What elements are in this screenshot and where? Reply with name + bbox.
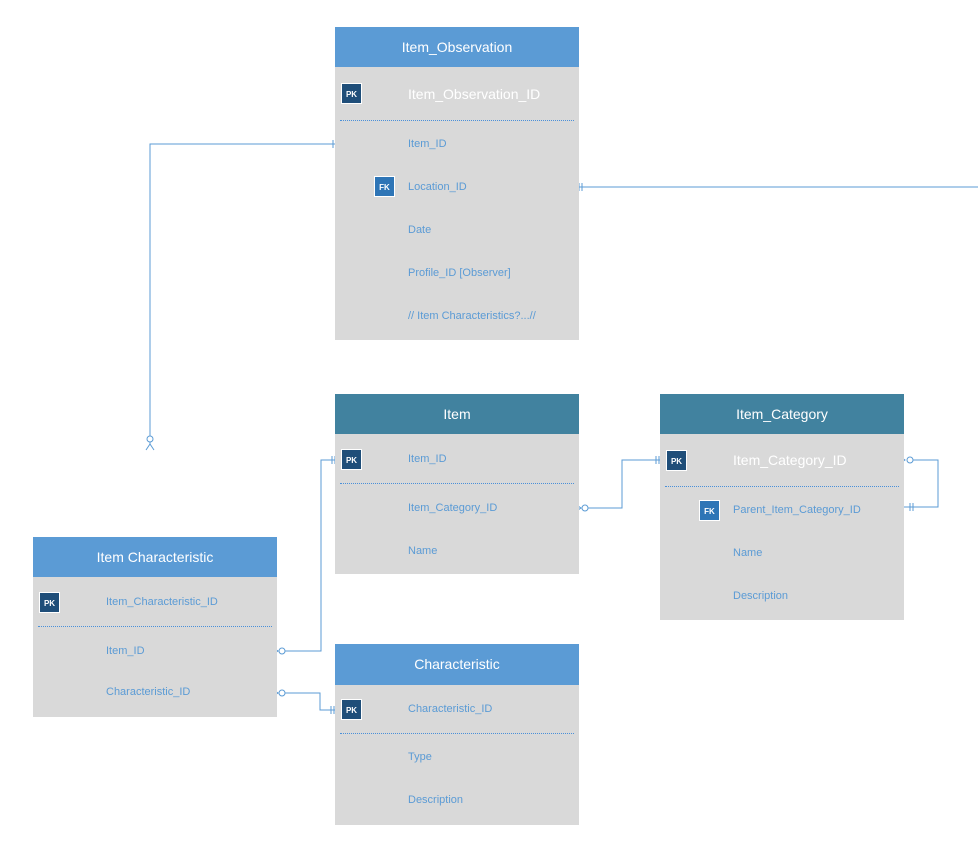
pk-badge: PK: [341, 83, 362, 104]
entity-title: Item Characteristic: [33, 537, 277, 577]
entity-characteristic[interactable]: Characteristic PK Characteristic_ID Type…: [335, 644, 579, 825]
optional-marker: [581, 504, 589, 512]
field-date[interactable]: Date: [408, 224, 432, 236]
fk-badge: FK: [374, 176, 395, 197]
field-profile-id[interactable]: Profile_ID [Observer]: [408, 267, 511, 279]
pk-badge: PK: [666, 450, 687, 471]
many-marker: [145, 443, 155, 451]
field-name[interactable]: Name: [733, 547, 763, 559]
key-separator: [38, 626, 272, 627]
key-separator: [665, 486, 899, 487]
field-description[interactable]: Description: [408, 794, 464, 806]
key-separator: [340, 733, 574, 734]
field-description[interactable]: Description: [733, 590, 789, 602]
entity-title: Item_Category: [660, 394, 904, 434]
field-location-id[interactable]: Location_ID: [408, 181, 467, 193]
connector-characteristic-itemchar: [282, 692, 340, 711]
optional-marker: [278, 647, 286, 655]
key-separator: [340, 120, 574, 121]
entity-title: Item: [335, 394, 579, 434]
fk-badge: FK: [699, 500, 720, 521]
entity-title: Item_Observation: [335, 27, 579, 67]
optional-marker: [278, 689, 286, 697]
field-parent-item-category-id[interactable]: Parent_Item_Category_ID: [733, 504, 861, 516]
pk-field[interactable]: Item_Observation_ID: [408, 86, 541, 102]
entity-title: Characteristic: [335, 644, 579, 685]
optional-marker: [906, 456, 914, 464]
pk-field[interactable]: Characteristic_ID: [408, 703, 493, 715]
field-item-id[interactable]: Item_ID: [106, 645, 145, 657]
pk-badge: PK: [341, 449, 362, 470]
pk-field[interactable]: Item_Category_ID: [733, 452, 847, 468]
entity-item-observation[interactable]: Item_Observation PK Item_Observation_ID …: [335, 27, 579, 340]
field-type[interactable]: Type: [408, 751, 432, 763]
pk-badge: PK: [341, 699, 362, 720]
field-item-id[interactable]: Item_ID: [408, 138, 447, 150]
entity-item[interactable]: Item PK Item_ID Item_Category_ID Name: [335, 394, 579, 574]
entity-item-characteristic[interactable]: Item Characteristic PK Item_Characterist…: [33, 537, 277, 717]
connector-item-itemchar: [282, 459, 340, 652]
optional-marker: [146, 435, 154, 443]
field-item-category-id[interactable]: Item_Category_ID: [408, 502, 498, 514]
connector-category-item: [585, 459, 665, 509]
pk-field[interactable]: Item_Characteristic_ID: [106, 596, 218, 608]
field-item-characteristics-note[interactable]: // Item Characteristics?...//: [408, 310, 536, 322]
field-name[interactable]: Name: [408, 545, 438, 557]
key-separator: [340, 483, 574, 484]
field-characteristic-id[interactable]: Characteristic_ID: [106, 686, 191, 698]
entity-item-category[interactable]: Item_Category PK Item_Category_ID FK Par…: [660, 394, 904, 620]
pk-field[interactable]: Item_ID: [408, 453, 447, 465]
connector-category-self: [903, 459, 939, 508]
connector-observation-characteristic: [149, 143, 341, 445]
pk-badge: PK: [39, 592, 60, 613]
